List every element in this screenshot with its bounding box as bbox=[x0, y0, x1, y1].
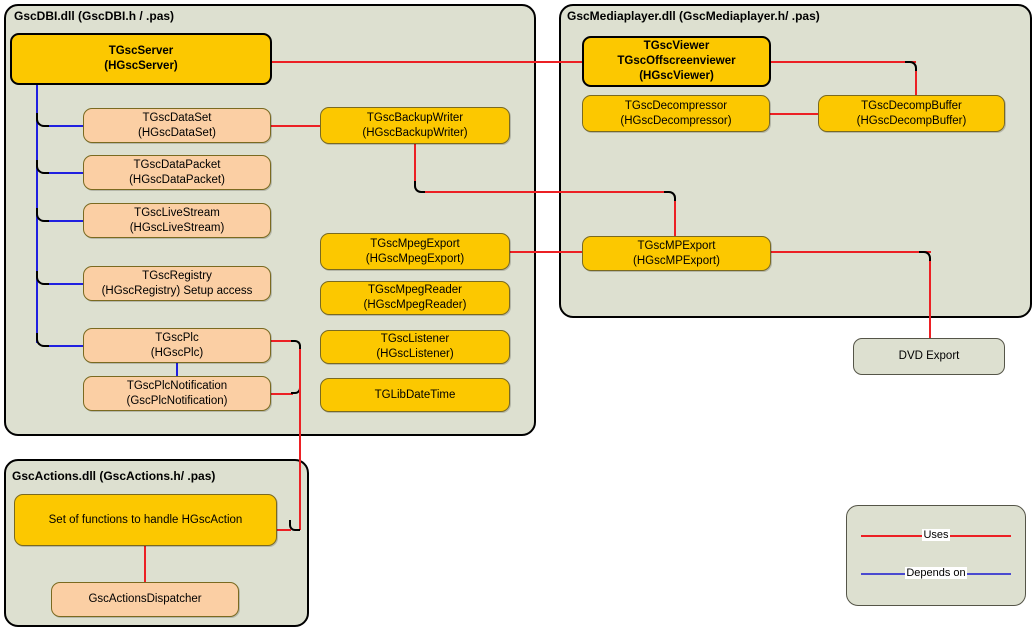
node-tgscviewer-line-1: TGscOffscreenviewer bbox=[617, 55, 736, 68]
depends-line-livestream bbox=[49, 220, 84, 222]
uses-line-plcnotification-right bbox=[271, 393, 293, 395]
node-tgscplcnotification-line-0: TGscPlcNotification bbox=[126, 379, 228, 392]
node-tgsclivestream-line-0: TGscLiveStream bbox=[134, 206, 220, 219]
depends-line-datapacket bbox=[49, 172, 84, 174]
node-set-of-functions[interactable]: Set of functions to handle HGscAction bbox=[14, 494, 277, 546]
uses-line-plc-right bbox=[271, 340, 293, 342]
node-tgscplc[interactable]: TGscPlc (HGscPlc) bbox=[83, 328, 271, 363]
node-tgscmpegexport-line-1: (HGscMpegExport) bbox=[365, 252, 465, 265]
uses-corner-backupwriter bbox=[414, 181, 426, 193]
uses-line-mpegexport-mpexport bbox=[510, 251, 583, 253]
node-tglibdatetime-line-0: TGLibDateTime bbox=[374, 388, 456, 401]
uses-line-dvdexport-down bbox=[929, 261, 931, 341]
node-tgscmpegexport[interactable]: TGscMpegExport (HGscMpegExport) bbox=[320, 233, 510, 270]
node-set-of-functions-line-0: Set of functions to handle HGscAction bbox=[48, 513, 243, 526]
uses-line-functions-dispatcher bbox=[144, 546, 146, 583]
node-tgsclivestream-line-1: (HGscLiveStream) bbox=[129, 221, 225, 234]
node-dvd-export[interactable]: DVD Export bbox=[853, 338, 1005, 375]
node-tgscviewer[interactable]: TGscViewer TGscOffscreenviewer (HGscView… bbox=[582, 36, 771, 87]
node-tgscdataset-line-1: (HGscDataSet) bbox=[138, 126, 216, 139]
depends-corner-dataset bbox=[36, 113, 50, 127]
node-tgscmpegreader[interactable]: TGscMpegReader (HGscMpegReader) bbox=[320, 281, 510, 315]
node-tgscplcnotification-line-1: (GscPlcNotification) bbox=[126, 394, 228, 407]
node-tgscbackupwriter[interactable]: TGscBackupWriter (HGscBackupWriter) bbox=[320, 107, 510, 144]
uses-corner-actions bbox=[289, 520, 300, 531]
depends-line-dataset bbox=[49, 125, 84, 127]
node-tgscmpexport-line-0: TGscMPExport bbox=[637, 239, 716, 252]
node-tgsclistener-line-0: TGscListener bbox=[380, 333, 450, 346]
node-tgsclivestream[interactable]: TGscLiveStream (HGscLiveStream) bbox=[83, 203, 271, 238]
uses-line-server-viewer bbox=[272, 61, 583, 63]
depends-corner-plc bbox=[36, 333, 50, 347]
depends-line-registry bbox=[49, 283, 84, 285]
node-gscactionsdispatcher[interactable]: GscActionsDispatcher bbox=[51, 582, 239, 617]
node-tglibdatetime[interactable]: TGLibDateTime bbox=[320, 378, 510, 412]
node-dvd-export-line-0: DVD Export bbox=[898, 350, 960, 363]
node-tgscmpegreader-line-0: TGscMpegReader bbox=[368, 284, 462, 297]
node-tgscregistry-line-1: (HGscRegistry) Setup access bbox=[101, 284, 253, 297]
uses-corner-mpexport-top bbox=[664, 191, 676, 203]
depends-line-plcnotification bbox=[176, 362, 178, 377]
node-tgscplcnotification[interactable]: TGscPlcNotification (GscPlcNotification) bbox=[83, 376, 271, 411]
node-tgscplc-line-0: TGscPlc bbox=[155, 331, 199, 344]
uses-line-backupwriter-right bbox=[425, 191, 665, 193]
node-tgscdatapacket-line-0: TGscDataPacket bbox=[133, 158, 221, 171]
node-tgscdataset-line-0: TGscDataSet bbox=[142, 111, 212, 124]
uses-line-mpexport-down bbox=[674, 201, 676, 237]
panel-gscdbi-title: GscDBI.dll (GscDBI.h / .pas) bbox=[14, 9, 175, 23]
node-tgscbackupwriter-line-1: (HGscBackupWriter) bbox=[362, 126, 468, 139]
node-tgscdecompbuffer-line-1: (HGscDecompBuffer) bbox=[856, 114, 967, 127]
uses-line-dataset-backupwriter bbox=[271, 125, 321, 127]
uses-line-backupwriter-down bbox=[414, 143, 416, 183]
node-tgsclistener[interactable]: TGscListener (HGscListener) bbox=[320, 330, 510, 364]
uses-corner-viewer bbox=[905, 61, 917, 73]
legend: Uses Depends on bbox=[846, 505, 1026, 606]
node-tgscviewer-line-2: (HGscViewer) bbox=[639, 69, 714, 82]
node-tgscregistry-line-0: TGscRegistry bbox=[142, 269, 212, 282]
legend-row-depends: Depends on bbox=[847, 563, 1025, 583]
node-tgscmpexport[interactable]: TGscMPExport (HGscMPExport) bbox=[582, 236, 771, 271]
node-tgscdecompressor[interactable]: TGscDecompressor (HGscDecompressor) bbox=[582, 95, 770, 132]
depends-line-plc bbox=[49, 345, 84, 347]
uses-line-viewer-right bbox=[771, 61, 916, 63]
depends-corner-registry bbox=[36, 271, 50, 285]
uses-line-mpexport-right bbox=[771, 251, 931, 253]
legend-uses-label: Uses bbox=[922, 529, 950, 541]
node-tgscdecompbuffer[interactable]: TGscDecompBuffer (HGscDecompBuffer) bbox=[818, 95, 1005, 132]
node-tgscdecompbuffer-line-0: TGscDecompBuffer bbox=[861, 99, 962, 112]
node-tgscmpexport-line-1: (HGscMPExport) bbox=[633, 254, 720, 267]
uses-line-viewer-decompbuffer bbox=[915, 71, 917, 95]
node-tgscregistry[interactable]: TGscRegistry (HGscRegistry) Setup access bbox=[83, 266, 271, 301]
node-gscactionsdispatcher-line-0: GscActionsDispatcher bbox=[88, 593, 202, 606]
node-tgscviewer-line-0: TGscViewer bbox=[643, 40, 710, 53]
node-tgsclistener-line-1: (HGscListener) bbox=[376, 348, 454, 360]
node-tgscdecompressor-line-1: (HGscDecompressor) bbox=[620, 114, 732, 127]
uses-corner-dvdexport bbox=[919, 251, 931, 263]
legend-depends-label: Depends on bbox=[905, 567, 967, 579]
uses-line-plc-down bbox=[299, 349, 301, 530]
node-tgscdataset[interactable]: TGscDataSet (HGscDataSet) bbox=[83, 108, 271, 143]
uses-line-actions-in bbox=[277, 529, 291, 531]
uses-corner-plc bbox=[291, 340, 301, 350]
node-tgscserver-line-1: (HGscServer) bbox=[104, 60, 178, 72]
depends-corner-datapacket bbox=[36, 160, 50, 174]
node-tgscplc-line-1: (HGscPlc) bbox=[150, 346, 204, 359]
node-tgscmpegreader-line-1: (HGscMpegReader) bbox=[363, 299, 467, 311]
node-tgscserver[interactable]: TGscServer (HGscServer) bbox=[10, 33, 272, 85]
legend-row-uses: Uses bbox=[847, 525, 1025, 545]
node-tgscbackupwriter-line-0: TGscBackupWriter bbox=[366, 111, 464, 124]
panel-gscactions-title: GscActions.dll (GscActions.h/ .pas) bbox=[12, 469, 216, 483]
node-tgscserver-line-0: TGscServer bbox=[108, 45, 174, 58]
node-tgscdatapacket-line-1: (HGscDataPacket) bbox=[129, 173, 225, 186]
node-tgscdatapacket[interactable]: TGscDataPacket (HGscDataPacket) bbox=[83, 155, 271, 190]
node-tgscmpegexport-line-0: TGscMpegExport bbox=[370, 237, 460, 250]
uses-line-decompressor-decompbuffer bbox=[770, 113, 820, 115]
depends-corner-livestream bbox=[36, 208, 50, 222]
panel-gscmediaplayer-title: GscMediaplayer.dll (GscMediaplayer.h/ .p… bbox=[567, 9, 820, 23]
node-tgscdecompressor-line-0: TGscDecompressor bbox=[624, 99, 728, 112]
